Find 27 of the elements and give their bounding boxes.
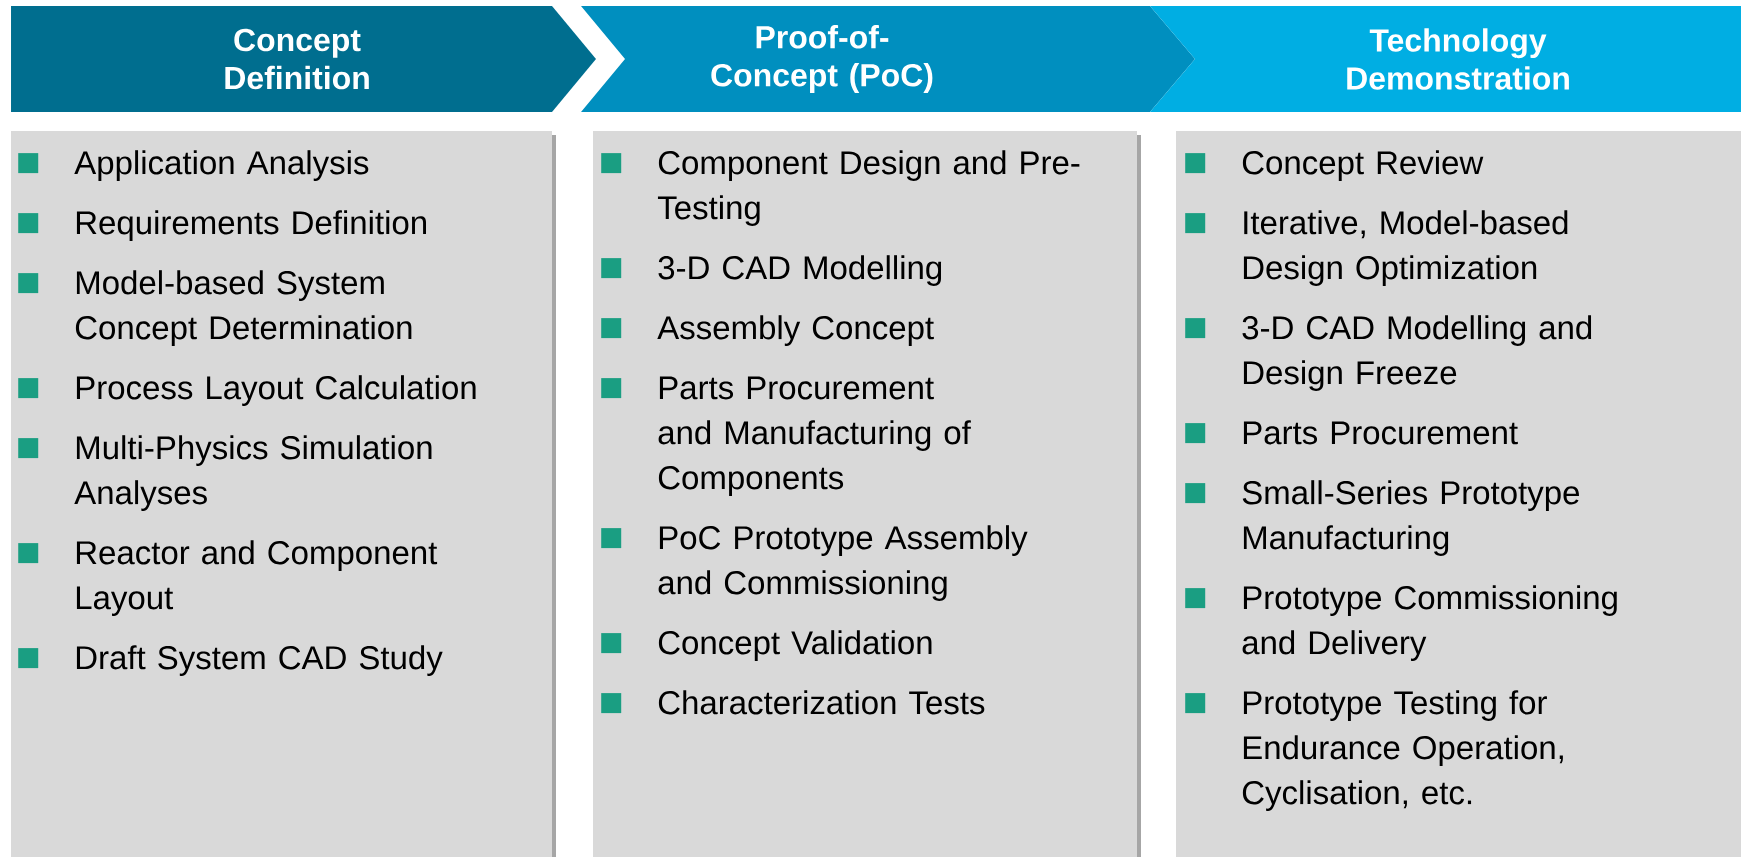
list-item: Reactor and Component Layout xyxy=(18,540,438,616)
list-item: Component Design and Pre-Testing xyxy=(601,150,1080,226)
list-item: Iterative, Model-based Design Optimization xyxy=(1185,210,1568,286)
list-item: Process Layout Calculation xyxy=(18,375,476,406)
list-item: Requirements Definition xyxy=(18,210,426,241)
list-panel xyxy=(1176,131,1741,857)
header-banner: Technology Demonstration xyxy=(1150,6,1741,112)
list-item: Model-based System Concept Determination xyxy=(18,270,412,346)
list-item: Multi-Physics Simulation Analyses xyxy=(18,435,432,511)
list-item: Parts Procurement xyxy=(1185,421,1518,445)
list-item: Characterization Tests xyxy=(601,690,985,715)
list-item: Application Analysis xyxy=(18,150,369,181)
header-banner: Concept Definition xyxy=(11,6,596,112)
list-item: Small-Series Prototype Manufacturing xyxy=(1185,480,1579,556)
list-item: Prototype Commissioning and Delivery xyxy=(1185,585,1617,661)
list-item: Assembly Concept xyxy=(601,315,934,346)
header-banner: Proof-of-Concept (PoC) xyxy=(581,6,1195,112)
list-item: Prototype Testing for Endurance Operation, Cyclisation, etc. xyxy=(1185,690,1563,811)
list-item: Parts Procurement and Manufacturing of Components xyxy=(601,376,971,496)
list-item: 3-D CAD Modelling and Design Freeze xyxy=(1185,315,1592,391)
list-item: PoC Prototype Assembly and Commissioning xyxy=(601,525,1028,601)
list-panel xyxy=(11,131,552,857)
list-item: Concept Validation xyxy=(601,630,932,661)
list-item: 3-D CAD Modelling xyxy=(601,255,942,286)
list-panel xyxy=(593,131,1137,857)
list-item: Draft System CAD Study xyxy=(18,645,443,676)
list-item: Concept Review xyxy=(1185,150,1484,181)
